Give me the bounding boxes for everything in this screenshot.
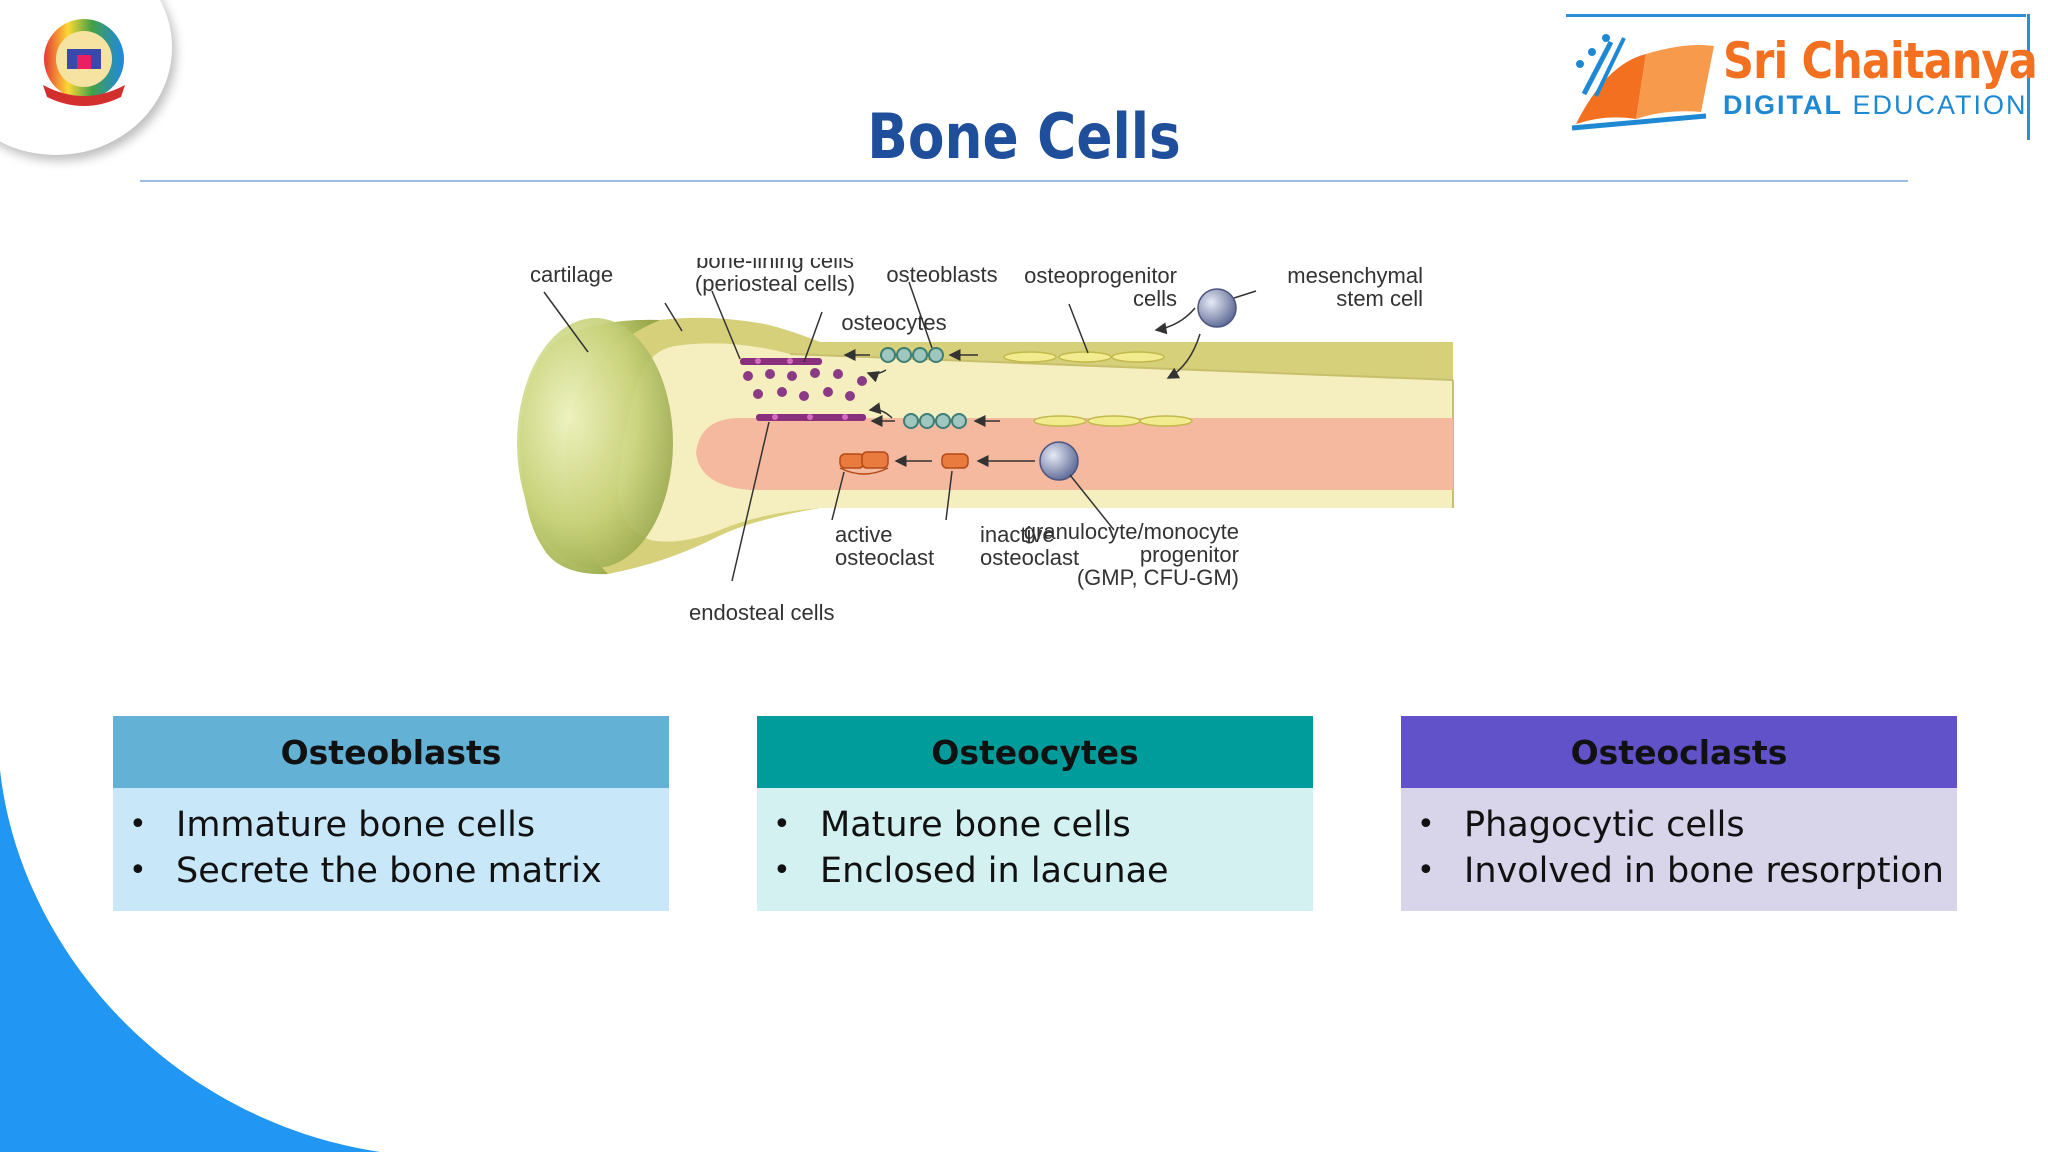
open-book-icon	[1571, 34, 1714, 131]
brand-rule	[1566, 14, 2026, 17]
label-gmp: granulocyte/monocyte	[1024, 519, 1239, 544]
card-header: Osteoclasts	[1401, 716, 1957, 788]
list-item: Involved in bone resorption	[1401, 848, 1957, 894]
label-osteoprogenitor: osteoprogenitor	[1024, 263, 1177, 288]
label-active-sub: osteoclast	[835, 545, 934, 570]
label-osteoblasts: osteoblasts	[886, 262, 997, 287]
gmp-progenitor-cell	[1039, 441, 1079, 481]
label-bone-lining-cells-sub: (periosteal cells)	[695, 271, 855, 296]
cartilage-cap	[517, 318, 673, 575]
list-item: Secrete the bone matrix	[113, 848, 669, 894]
label-leader-lines	[543, 281, 1257, 582]
osteoblast-cells-bottom	[903, 413, 967, 429]
osteoprogenitor-cells	[1003, 351, 1193, 427]
emblem-logo	[43, 19, 125, 106]
title-divider	[140, 180, 1908, 182]
label-mesenchymal: mesenchymal	[1287, 263, 1423, 288]
label-endosteal: endosteal cells	[689, 600, 835, 625]
label-cartilage: cartilage	[530, 262, 613, 287]
osteoblast-cells-top	[880, 347, 944, 363]
differentiation-arrows	[843, 307, 1201, 467]
card-osteocytes: Osteocytes Mature bone cells Enclosed in…	[757, 716, 1313, 911]
brand-tagline: DIGITAL EDUCATION	[1723, 90, 2028, 121]
inactive-osteoclast	[941, 453, 969, 469]
list-item: Phagocytic cells	[1401, 802, 1957, 848]
card-osteoblasts: Osteoblasts Immature bone cells Secrete …	[113, 716, 669, 911]
label-mesenchymal-sub: stem cell	[1336, 286, 1423, 311]
list-item: Immature bone cells	[113, 802, 669, 848]
brand-tagline-bold: DIGITAL	[1723, 90, 1843, 120]
page-title: Bone Cells	[867, 100, 1181, 173]
card-body: Phagocytic cells Involved in bone resorp…	[1401, 788, 1957, 911]
label-active: active	[835, 522, 892, 547]
mesenchymal-stem-cell	[1197, 288, 1237, 328]
card-header: Osteocytes	[757, 716, 1313, 788]
brand-logo: Sri Chaitanya DIGITAL EDUCATION	[1560, 10, 2038, 140]
card-body: Immature bone cells Secrete the bone mat…	[113, 788, 669, 911]
endosteal-cells	[756, 414, 866, 421]
bone-cells-diagram: cartilage bone-lining cells (periosteal …	[517, 258, 1454, 625]
card-osteoclasts: Osteoclasts Phagocytic cells Involved in…	[1401, 716, 1957, 911]
list-item: Enclosed in lacunae	[757, 848, 1313, 894]
label-gmp-sub2: (GMP, CFU-GM)	[1077, 565, 1239, 590]
label-inactive-sub: osteoclast	[980, 545, 1079, 570]
brand-rule-side	[2027, 14, 2030, 140]
label-bone-lining-cells: bone-lining cells	[696, 258, 854, 273]
label-osteocytes: osteocytes	[841, 310, 946, 335]
label-osteoprogenitor-sub: cells	[1133, 286, 1177, 311]
osteocyte-dots	[743, 368, 867, 401]
label-gmp-sub: progenitor	[1140, 542, 1239, 567]
brand-name: Sri Chaitanya	[1723, 32, 2038, 90]
bone-lining-cells	[740, 358, 822, 365]
active-osteoclast	[839, 451, 889, 475]
brand-tagline-rest: EDUCATION	[1842, 90, 2028, 120]
label-inactive: inactive	[980, 522, 1055, 547]
list-item: Mature bone cells	[757, 802, 1313, 848]
card-header: Osteoblasts	[113, 716, 669, 788]
card-body: Mature bone cells Enclosed in lacunae	[757, 788, 1313, 911]
